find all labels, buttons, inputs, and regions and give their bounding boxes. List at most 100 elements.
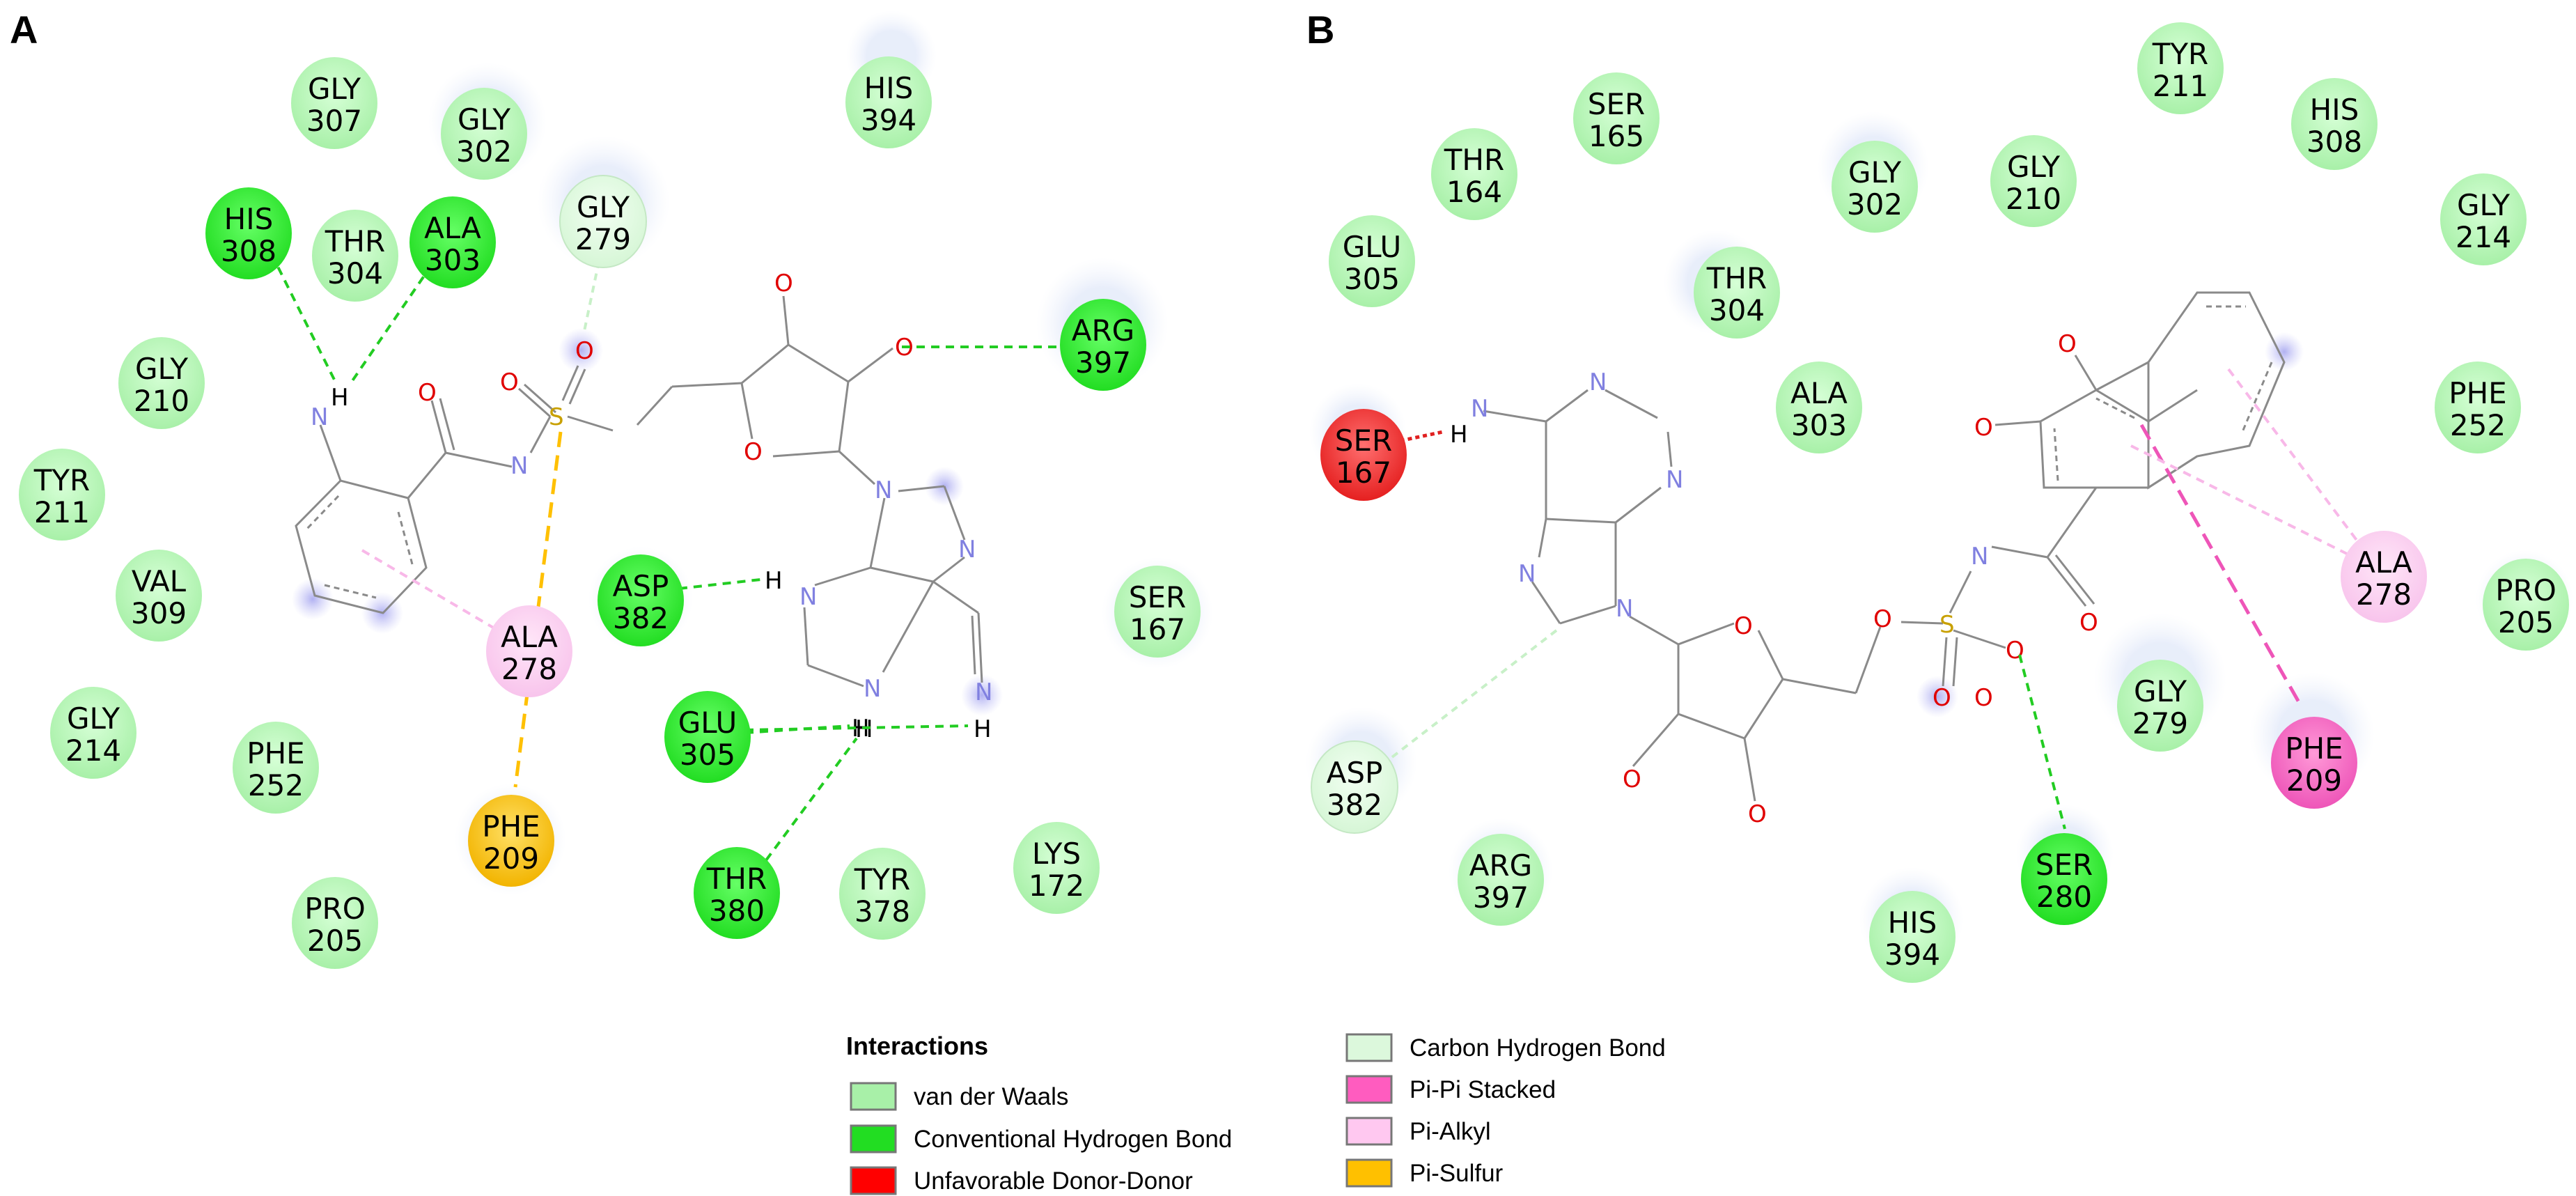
residue-name: GLY — [135, 352, 188, 386]
atom-label-h: H — [974, 715, 992, 743]
residue-disc — [118, 337, 205, 429]
atom-label-h: H — [855, 715, 873, 743]
residue-disc — [233, 722, 319, 814]
ligand-a-atoms: O O O S N O O N N N N N N O H H H H H — [311, 270, 992, 743]
solvent-blob — [961, 674, 1003, 716]
residue-number: 252 — [248, 768, 304, 802]
residue-name: PRO — [304, 892, 366, 926]
residue-disc — [1869, 891, 1956, 983]
carbon-hbond-line — [582, 261, 600, 335]
residue-number: 394 — [861, 103, 916, 137]
residue-name: TYR — [854, 862, 911, 896]
atom-label-n: N — [1616, 595, 1633, 623]
residue-number: 308 — [221, 234, 276, 268]
residue-number: 214 — [2456, 220, 2511, 254]
residue-number: 382 — [1327, 788, 1382, 822]
residue-name: TYR — [2152, 37, 2209, 71]
pi-alkyl-line — [361, 549, 499, 632]
atom-label-o: O — [774, 270, 793, 297]
atom-label-n: N — [1971, 543, 1988, 570]
legend-item-pisulfur: Pi-Sulfur — [1345, 1158, 1504, 1188]
residue-name: HIS — [1888, 906, 1937, 940]
residue-number: 214 — [65, 733, 121, 768]
residue-disc — [559, 175, 647, 268]
residue-number: 211 — [2153, 69, 2208, 103]
residue-disc — [1311, 740, 1398, 834]
residue-name: GLY — [308, 72, 361, 106]
atom-label-o: O — [500, 368, 519, 396]
legend-label: Pi-Alkyl — [1410, 1118, 1491, 1145]
legend-swatch — [850, 1166, 897, 1195]
residue-number: 307 — [306, 104, 362, 138]
atom-label-o: O — [1734, 612, 1753, 640]
atom-label-o: O — [1974, 414, 1993, 442]
residue-disc — [839, 848, 926, 940]
residue-name: ALA — [2355, 545, 2412, 580]
residue-disc — [1013, 822, 1100, 914]
pi-alkyl-line — [2130, 444, 2362, 562]
residue-name: GLY — [2007, 150, 2060, 184]
legend-item-pipi: Pi-Pi Stacked — [1345, 1075, 1556, 1104]
atom-label-n: N — [1589, 368, 1607, 396]
residue-disc — [409, 196, 496, 288]
residue-disc — [2117, 660, 2203, 752]
legend-label: Carbon Hydrogen Bond — [1410, 1034, 1666, 1062]
panel-a-label: A — [10, 8, 38, 52]
residue-name: ALA — [424, 211, 481, 245]
residue-number: 382 — [613, 601, 669, 635]
residue-number: 304 — [327, 256, 383, 290]
legend-label: Conventional Hydrogen Bond — [914, 1126, 1232, 1153]
residue-number: 303 — [1791, 408, 1847, 442]
residue-disc — [1329, 215, 1415, 307]
residue-disc — [291, 57, 377, 149]
residue-disc — [2137, 22, 2224, 114]
atom-label-n: N — [875, 476, 892, 504]
residue-disc — [845, 56, 932, 148]
residue-name: PHE — [247, 736, 304, 770]
residue-number: 309 — [131, 596, 187, 630]
residue-name: LYS — [1032, 837, 1081, 871]
residue-name: PHE — [2285, 731, 2343, 766]
residue-number: 165 — [1588, 119, 1644, 153]
residue-name: ARG — [1469, 848, 1532, 883]
hbond-line — [744, 724, 850, 734]
residue-number: 210 — [2006, 182, 2061, 216]
residue-disc — [19, 449, 105, 541]
residue-disc — [468, 795, 554, 887]
residue-number: 302 — [1847, 187, 1903, 222]
residue-number: 397 — [1075, 345, 1131, 380]
residue-name: THR — [706, 862, 767, 896]
residue-number: 397 — [1473, 880, 1529, 915]
atom-label-s: S — [549, 403, 564, 431]
atom-label-o: O — [1873, 605, 1892, 633]
legend-item-carbon: Carbon Hydrogen Bond — [1345, 1033, 1666, 1062]
residue-disc — [1320, 409, 1407, 501]
residue-disc — [1458, 834, 1544, 926]
legend-item-donordonor: Unfavorable Donor-Donor — [850, 1166, 1193, 1195]
residue-name: GLY — [577, 190, 630, 224]
residue-number: 209 — [2286, 763, 2342, 798]
residue-number: 380 — [709, 894, 765, 928]
